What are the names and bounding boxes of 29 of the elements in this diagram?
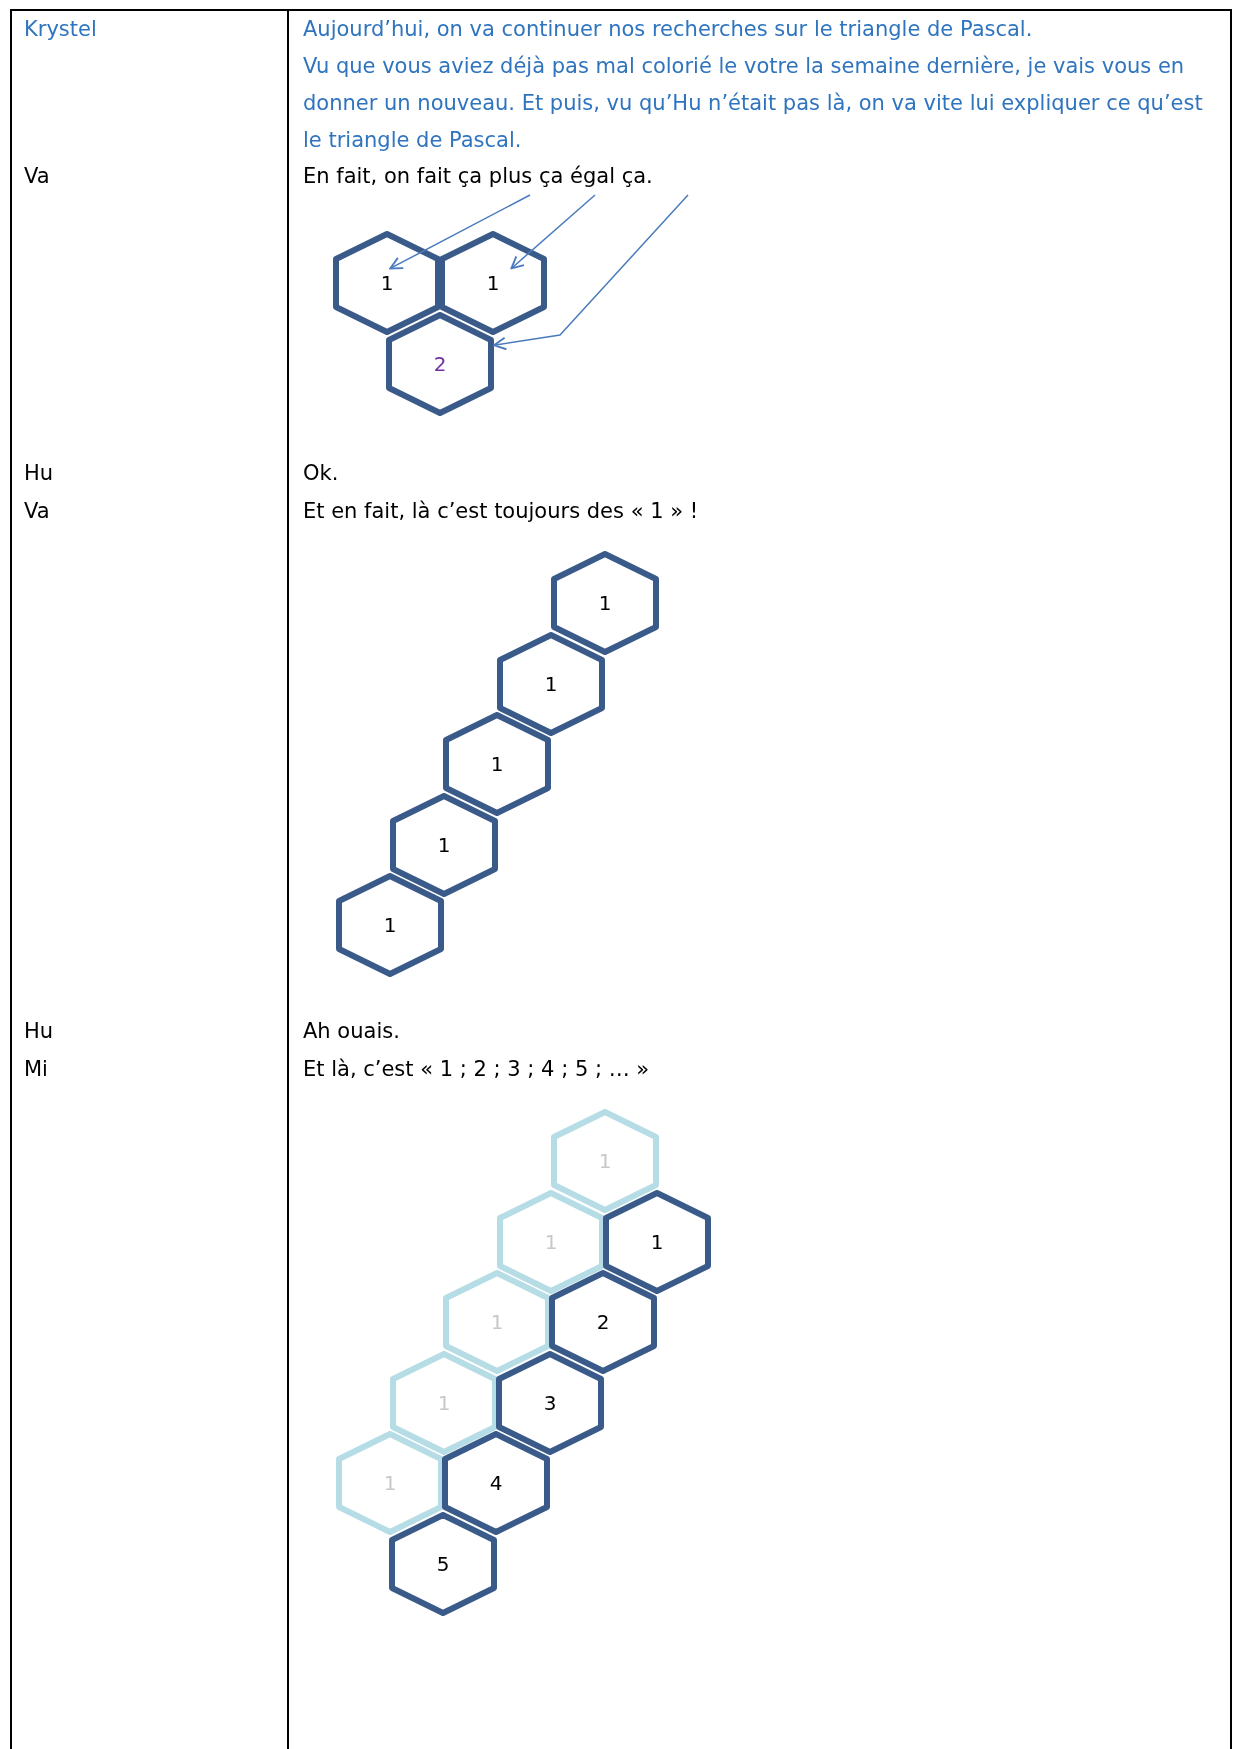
cell-number: 1 bbox=[490, 752, 504, 776]
dialogue-line: Ah ouais. bbox=[303, 1018, 401, 1045]
cell-number: 1 bbox=[598, 591, 612, 615]
speaker-name: Krystel bbox=[24, 16, 98, 43]
dialogue-line: Et là, c’est « 1 ; 2 ; 3 ; 4 ; 5 ; … » bbox=[303, 1056, 651, 1083]
cell-number: 2 bbox=[596, 1310, 610, 1334]
cell-number: 1 bbox=[380, 271, 394, 295]
cell-number: 1 bbox=[437, 833, 451, 857]
cell-number: 3 bbox=[543, 1391, 557, 1415]
cell-number: 2 bbox=[433, 352, 447, 376]
cell-number: 4 bbox=[489, 1471, 503, 1495]
cell-number: 1 bbox=[544, 672, 558, 696]
speaker-name: Mi bbox=[24, 1056, 49, 1083]
cell-number: 1 bbox=[486, 271, 500, 295]
arrow bbox=[510, 194, 596, 270]
cell-number: 5 bbox=[436, 1552, 450, 1576]
speaker-name: Va bbox=[24, 163, 51, 190]
arrow bbox=[389, 194, 531, 270]
cell-number: 1 bbox=[383, 913, 397, 937]
dialogue-line: En fait, on fait ça plus ça égal ça. bbox=[303, 158, 653, 195]
speaker-name: Hu bbox=[24, 460, 55, 487]
dialogue-line: Ok. bbox=[303, 460, 340, 487]
arrow bbox=[493, 194, 689, 351]
dialogue-line: Vu que vous aviez déjà pas mal colorié le votre la semaine dernière, je vais vous en donner un nouveau. Et puis, vu qu’Hu n’était pas là, on va vite lui expliquer ce qu’est le triangle de Pascal. bbox=[303, 53, 1204, 154]
dialogue-line: Et en fait, là c’est toujours des « 1 » ! bbox=[303, 498, 700, 525]
speaker-name: Va bbox=[24, 498, 51, 525]
dialogue-line: Aujourd’hui, on va continuer nos recherches sur le triangle de Pascal. bbox=[303, 16, 1034, 43]
cell-number: 1 bbox=[650, 1230, 664, 1254]
speaker-name: Hu bbox=[24, 1018, 55, 1045]
